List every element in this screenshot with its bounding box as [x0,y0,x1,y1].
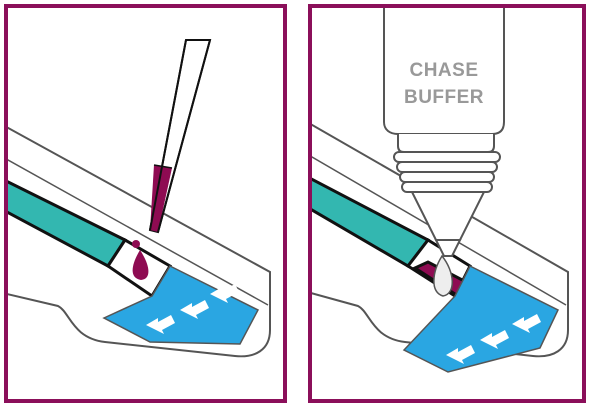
panel-apply-chase-buffer: CHASE BUFFER [308,4,586,403]
buffer-label-line1: CHASE [409,60,478,81]
arrow-group [146,284,239,334]
buffer-label-line2: BUFFER [404,87,484,108]
arrow-icon [512,314,541,333]
arrow-icon [210,284,239,303]
buffer-bottle-icon: CHASE BUFFER [383,8,505,257]
pipette-icon [132,39,212,280]
arrow-icon [146,315,175,334]
drop-icon [433,254,453,297]
arrow-icon [480,330,509,349]
cassette-edge [8,159,269,306]
arrow-group [446,314,541,364]
arrow-zone-panel [102,265,260,345]
panel-apply-sample [4,4,287,403]
arrow-icon [180,300,209,319]
arrow-icon [446,345,475,364]
arrow-zone-panel [402,264,559,373]
